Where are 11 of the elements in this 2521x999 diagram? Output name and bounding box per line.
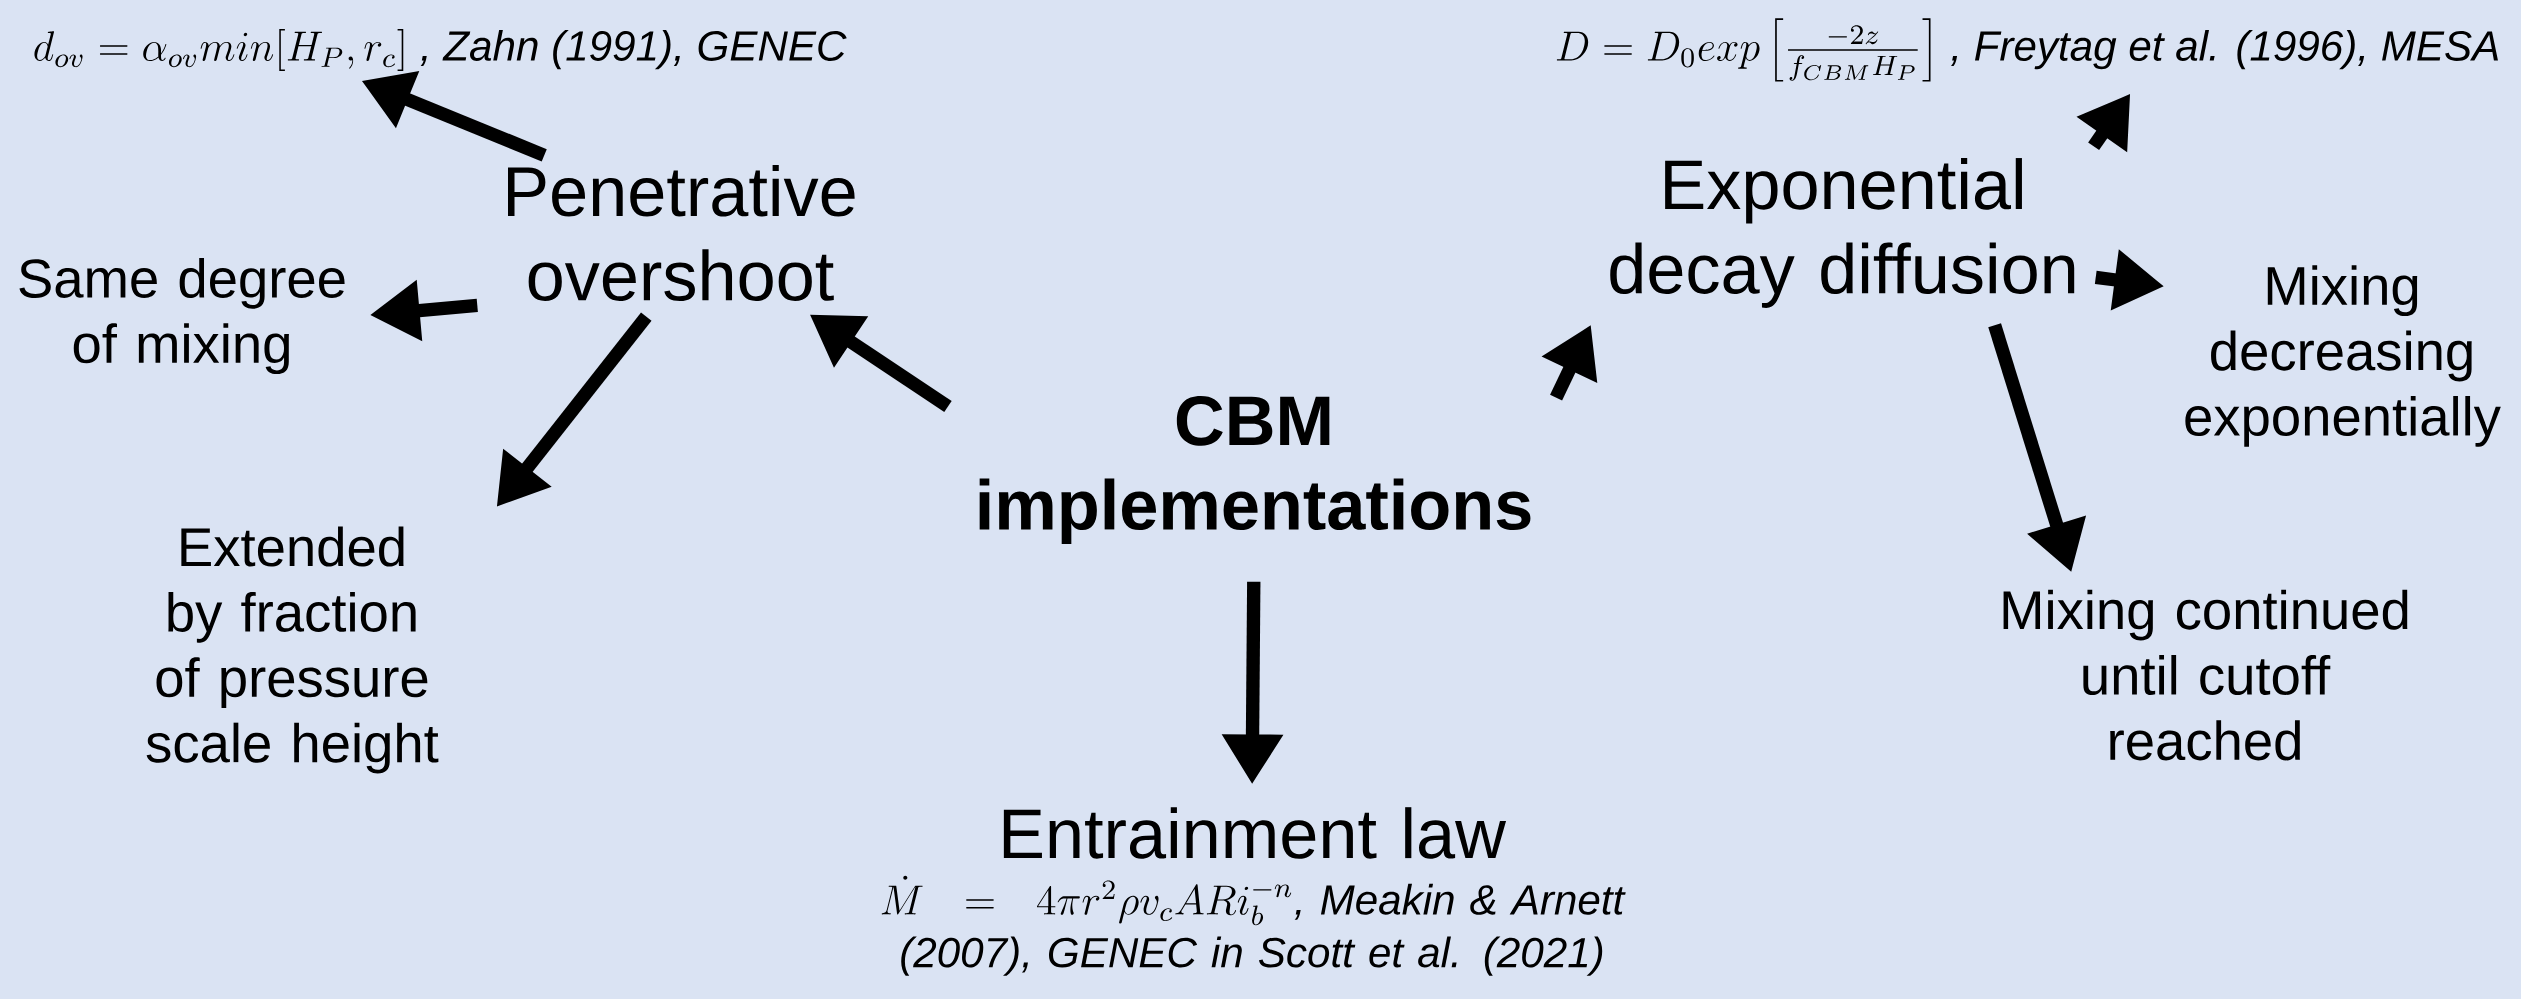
formula-text: $d_{ov} = \alpha_{ov} min[H_P, r_c]$ , Zahn (1991), GENEC (34, 28, 847, 72)
note-text: Extended by fraction of pressure scale height (146, 526, 439, 774)
note-text: Mixing decreasing exponentially (2185, 265, 2501, 447)
topic-text: Entrainment law (1003, 807, 1507, 859)
title-text: CBM implementations (979, 396, 1531, 544)
note-text: Mixing continued until cutoff reached (2003, 589, 2408, 761)
topic-text: Exponential decay diffusion (1610, 158, 2075, 308)
note-text: Same degree of mixing (19, 257, 345, 375)
formula-text: $D = D_0 exp\left[\frac{-2z}{f_{CBM} H_P}\right]$ , Freytag et al. (1996), MESA (1556, 18, 2498, 82)
topic-text: Penetrative overshoot (508, 165, 855, 301)
formula-text: $\dot{M} = 4\pi r^2 \rho v_c A Ri_b^{-n}$, Meakin & Arnett (2007), GENEC in Scott et al. (2021) (881, 875, 1626, 976)
